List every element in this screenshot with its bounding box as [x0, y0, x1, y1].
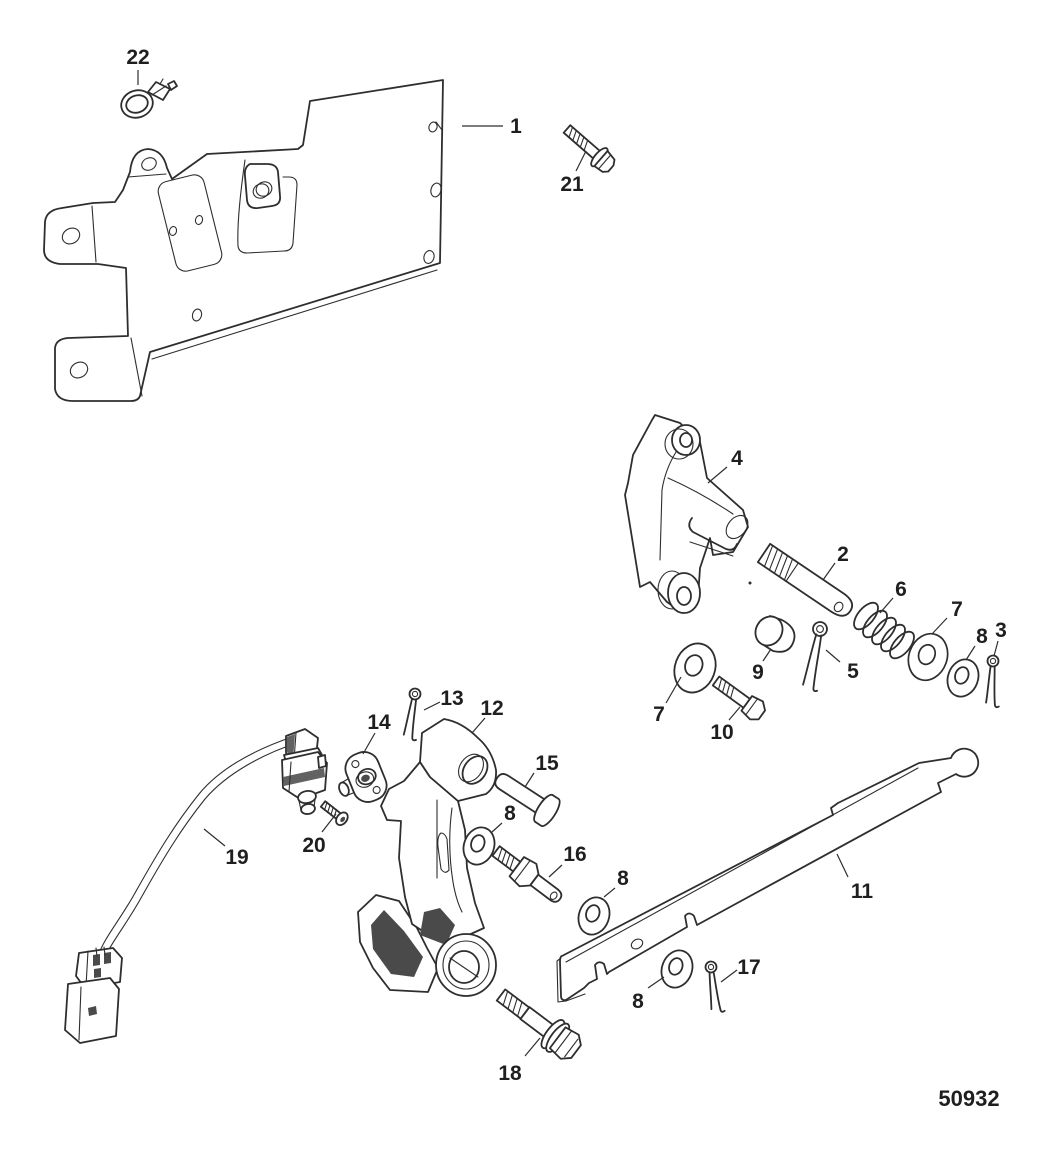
callout-6: 6 [879, 578, 907, 614]
part-19-switch-harness [64, 728, 328, 1044]
callout-11: 11 [836, 853, 874, 903]
callout-label: 9 [752, 661, 764, 684]
part-5-cotter-pin [799, 619, 833, 693]
callout-2: 2 [822, 543, 849, 581]
part-8-washer-a [941, 654, 985, 702]
callout-9: 9 [752, 648, 772, 684]
callout-22: 22 [126, 46, 150, 85]
callout-label: 21 [560, 173, 584, 196]
callout-label: 17 [737, 956, 760, 979]
callout-label: 8 [976, 625, 988, 648]
part-14-flange-plate [338, 751, 388, 803]
callout-label: 1 [510, 115, 522, 138]
part-15-clevis-pin [494, 773, 561, 827]
part-11-linkage-bar [556, 747, 980, 1003]
callout-label: 2 [837, 543, 849, 566]
part-6-spring [853, 601, 915, 660]
part-22-clamp [120, 78, 178, 119]
callout-16: 16 [548, 843, 587, 878]
callout-label: 4 [731, 447, 743, 470]
part-12-shift-lever [357, 718, 497, 997]
callout-8: 8 [965, 625, 988, 661]
callout-label: 16 [563, 843, 586, 866]
callout-18: 18 [498, 1037, 541, 1085]
callout-19: 19 [203, 828, 249, 869]
callout-7: 7 [653, 676, 682, 726]
callout-17: 17 [720, 956, 761, 983]
callout-8: 8 [632, 976, 665, 1013]
callout-8: 8 [491, 802, 516, 833]
plate-label-recess [157, 174, 223, 272]
callout-3: 3 [993, 619, 1007, 657]
callout-label: 18 [498, 1062, 522, 1085]
callout-label: 7 [951, 598, 963, 621]
callout-label: 7 [653, 703, 665, 726]
part-9-bushing-cap [754, 615, 796, 653]
callout-7: 7 [931, 598, 963, 635]
part-18-flange-bolt [495, 988, 582, 1060]
part-21-flange-bolt [562, 124, 616, 173]
callout-label: 3 [995, 619, 1007, 642]
callout-5: 5 [825, 649, 859, 683]
callout-4: 4 [707, 447, 743, 484]
callout-label: 8 [617, 867, 629, 890]
callout-label: 20 [302, 834, 325, 857]
ink-speck [748, 581, 752, 585]
callout-13: 13 [423, 687, 464, 711]
callout-14: 14 [362, 711, 391, 755]
callout-label: 15 [535, 752, 559, 775]
part-20-screw [319, 800, 349, 826]
drawing-number: 50932 [938, 1086, 999, 1111]
callout-8: 8 [603, 867, 629, 898]
part-10-hex-bolt [711, 675, 766, 721]
callout-label: 13 [440, 687, 463, 710]
part-16-stud [491, 845, 563, 903]
plate-middle-tab [243, 163, 281, 209]
callout-12: 12 [471, 697, 504, 734]
callout-label: 12 [480, 697, 503, 720]
callout-label: 8 [504, 802, 516, 825]
callout-20: 20 [302, 813, 337, 857]
part-1-bracket-plate [43, 79, 444, 402]
callout-label: 11 [851, 880, 874, 903]
part-3-cotter-pin [983, 654, 1004, 709]
callout-label: 14 [367, 711, 391, 734]
callout-15: 15 [524, 752, 559, 788]
callout-21: 21 [560, 150, 587, 196]
callout-label: 8 [632, 990, 644, 1013]
callout-label: 19 [225, 846, 248, 869]
part-7-washer-right [901, 627, 955, 687]
part-8-washer-d [655, 945, 699, 993]
callout-label: 5 [847, 660, 859, 683]
part-4-cam-bracket [624, 414, 749, 614]
part-7-washer-left [666, 636, 724, 700]
callout-1: 1 [462, 115, 522, 138]
callout-label: 6 [895, 578, 907, 601]
callout-label: 22 [126, 46, 149, 69]
callout-10: 10 [710, 706, 741, 744]
callout-label: 10 [710, 721, 733, 744]
part-2-shift-pin [756, 542, 854, 617]
part-17-cotter-pin [704, 959, 726, 1015]
